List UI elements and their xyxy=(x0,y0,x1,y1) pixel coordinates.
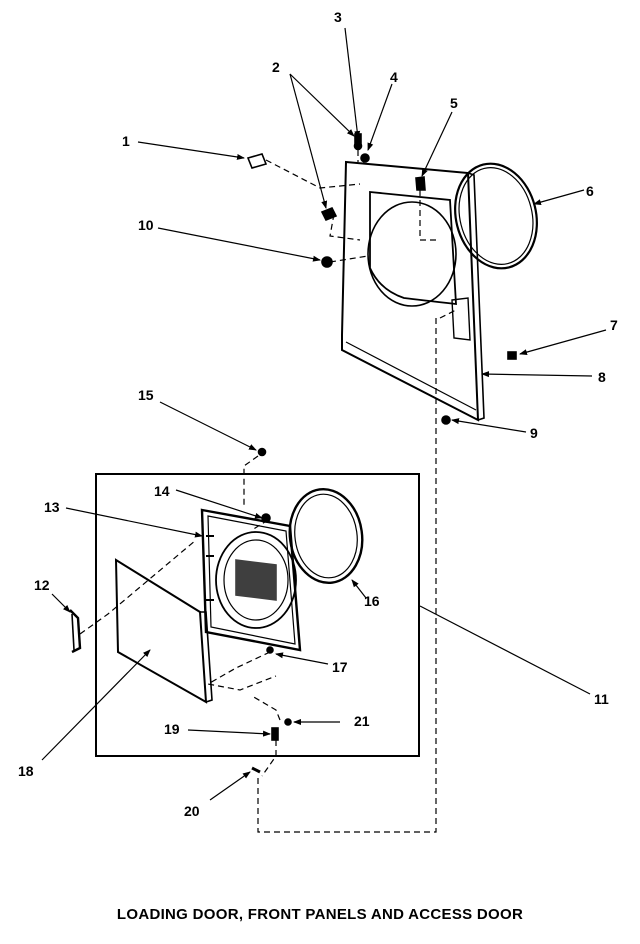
callout-labels: 1 2 3 4 5 6 7 8 9 10 11 12 13 14 15 16 1… xyxy=(18,9,618,819)
callout-4: 4 xyxy=(390,69,398,85)
callout-2: 2 xyxy=(272,59,280,75)
callout-11: 11 xyxy=(594,691,609,707)
callout-5: 5 xyxy=(450,95,458,111)
callout-leaders xyxy=(41,27,607,801)
screw-2a xyxy=(320,206,338,222)
callout-17: 17 xyxy=(332,659,348,675)
callout-12: 12 xyxy=(34,577,50,593)
screw-7 xyxy=(507,351,517,360)
callout-3: 3 xyxy=(334,9,342,25)
callout-20: 20 xyxy=(184,803,200,819)
callout-8: 8 xyxy=(598,369,606,385)
front-panel xyxy=(341,160,480,422)
assembly-lines-lower xyxy=(79,455,281,777)
door-handle xyxy=(69,609,82,654)
door-stop-clip xyxy=(415,176,426,191)
callout-15: 15 xyxy=(138,387,154,403)
callout-6: 6 xyxy=(586,183,594,199)
screw-17 xyxy=(266,646,274,654)
callout-21: 21 xyxy=(354,713,370,729)
callout-9: 9 xyxy=(530,425,538,441)
front-panel-assembly xyxy=(246,133,538,425)
screw-4 xyxy=(360,153,370,163)
screw-9 xyxy=(441,415,451,425)
door-gasket xyxy=(454,162,538,270)
assembly-lines-upper xyxy=(257,150,457,833)
diagram-caption: LOADING DOOR, FRONT PANELS AND ACCESS DO… xyxy=(116,906,524,923)
screw-21 xyxy=(284,718,292,726)
loading-door-assembly xyxy=(69,447,364,774)
screw-3 xyxy=(353,141,363,151)
window-gasket xyxy=(288,487,364,585)
panel-door-opening xyxy=(369,191,457,306)
screw-15 xyxy=(257,447,267,457)
callout-13: 13 xyxy=(44,499,60,515)
callout-10: 10 xyxy=(138,217,154,233)
callout-16: 16 xyxy=(364,593,380,609)
access-door-box xyxy=(95,473,420,757)
access-door-panel xyxy=(114,558,208,704)
panel-clip xyxy=(246,153,268,169)
callout-14: 14 xyxy=(154,483,170,499)
callout-7: 7 xyxy=(610,317,618,333)
callout-18: 18 xyxy=(18,763,34,779)
inner-door-frame xyxy=(200,508,302,652)
callout-1: 1 xyxy=(122,133,130,149)
screw-20 xyxy=(251,766,261,774)
door-window xyxy=(215,531,297,629)
door-latch xyxy=(271,727,279,741)
callout-19: 19 xyxy=(164,721,180,737)
